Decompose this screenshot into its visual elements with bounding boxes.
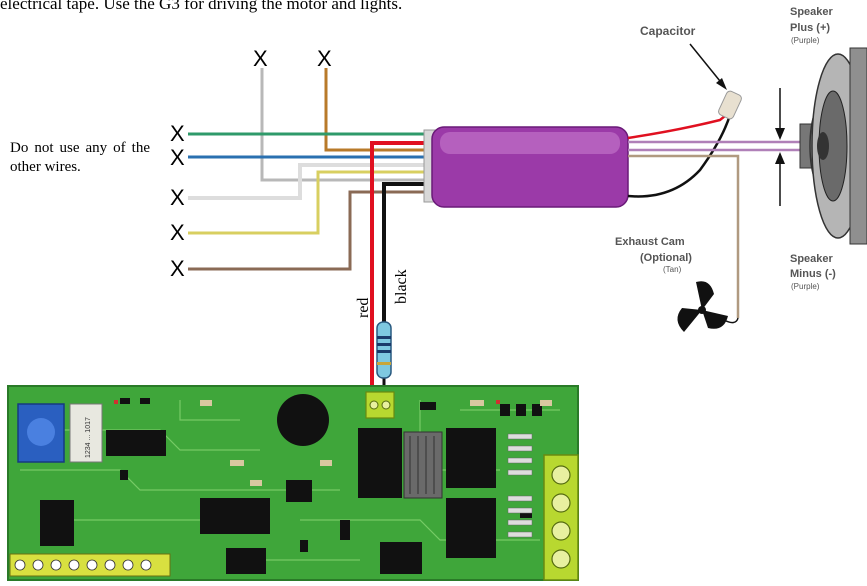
capacitor-lead-black (627, 114, 732, 198)
wire-black (382, 182, 430, 322)
buzzer (277, 394, 329, 446)
capacitor-arrow (689, 43, 725, 87)
x-mark-blue: X (170, 145, 185, 170)
exhaust-cam-label-line1: Exhaust Cam (615, 236, 685, 248)
x-mark-yellow: X (170, 220, 185, 245)
x-mark-gray: X (253, 46, 268, 71)
speaker-plus-color: (Purple) (791, 36, 820, 45)
exhaust-cam-icon (677, 281, 728, 332)
wire-red (370, 141, 430, 400)
unused-wires-note: Do not use any of the other wires. (10, 140, 150, 175)
speaker-minus-color: (Purple) (791, 282, 820, 291)
speaker-minus-label-line1: Speaker (790, 253, 834, 265)
capacitor-arrowhead (716, 78, 727, 90)
speaker-plus-label-line2: Plus (+) (790, 22, 830, 34)
exhaust-cam-color: (Tan) (663, 265, 682, 274)
x-mark-white: X (170, 185, 185, 210)
speaker-plus-label-line1: Speaker (790, 6, 834, 18)
wire-brown (188, 190, 430, 271)
board-label-chip (69, 403, 103, 463)
unused-wires (188, 68, 430, 271)
wire-exhaust-cam (628, 154, 740, 318)
resistor (376, 321, 392, 379)
capacitor-lead-red (627, 111, 731, 140)
circuit-board: 1234 ... 1017 (7, 385, 579, 581)
board-chip-text: 1234 ... 1017 (85, 417, 92, 458)
wire-orange (324, 68, 430, 152)
instruction-text: electrical tape. Use the G3 for driving … (0, 0, 403, 13)
exhaust-cam-lead (723, 317, 739, 324)
black-wire-label: black (393, 269, 410, 304)
x-mark-green: X (170, 121, 185, 146)
speaker-minus-label-line2: Minus (-) (790, 268, 836, 280)
speaker-plus-arrowhead (775, 128, 785, 140)
x-mark-brown: X (170, 256, 185, 281)
exhaust-cam-label-line2: (Optional) (640, 252, 692, 264)
speaker-icon (799, 47, 867, 245)
sound-module (423, 126, 629, 208)
x-mark-orange: X (317, 46, 332, 71)
wire-white (188, 163, 430, 200)
red-wire-label: red (355, 298, 372, 318)
speaker-minus-arrowhead (775, 152, 785, 164)
x-marks: X X X X X X X (170, 46, 332, 281)
capacitor-label: Capacitor (640, 24, 696, 38)
capacitor (718, 90, 742, 120)
